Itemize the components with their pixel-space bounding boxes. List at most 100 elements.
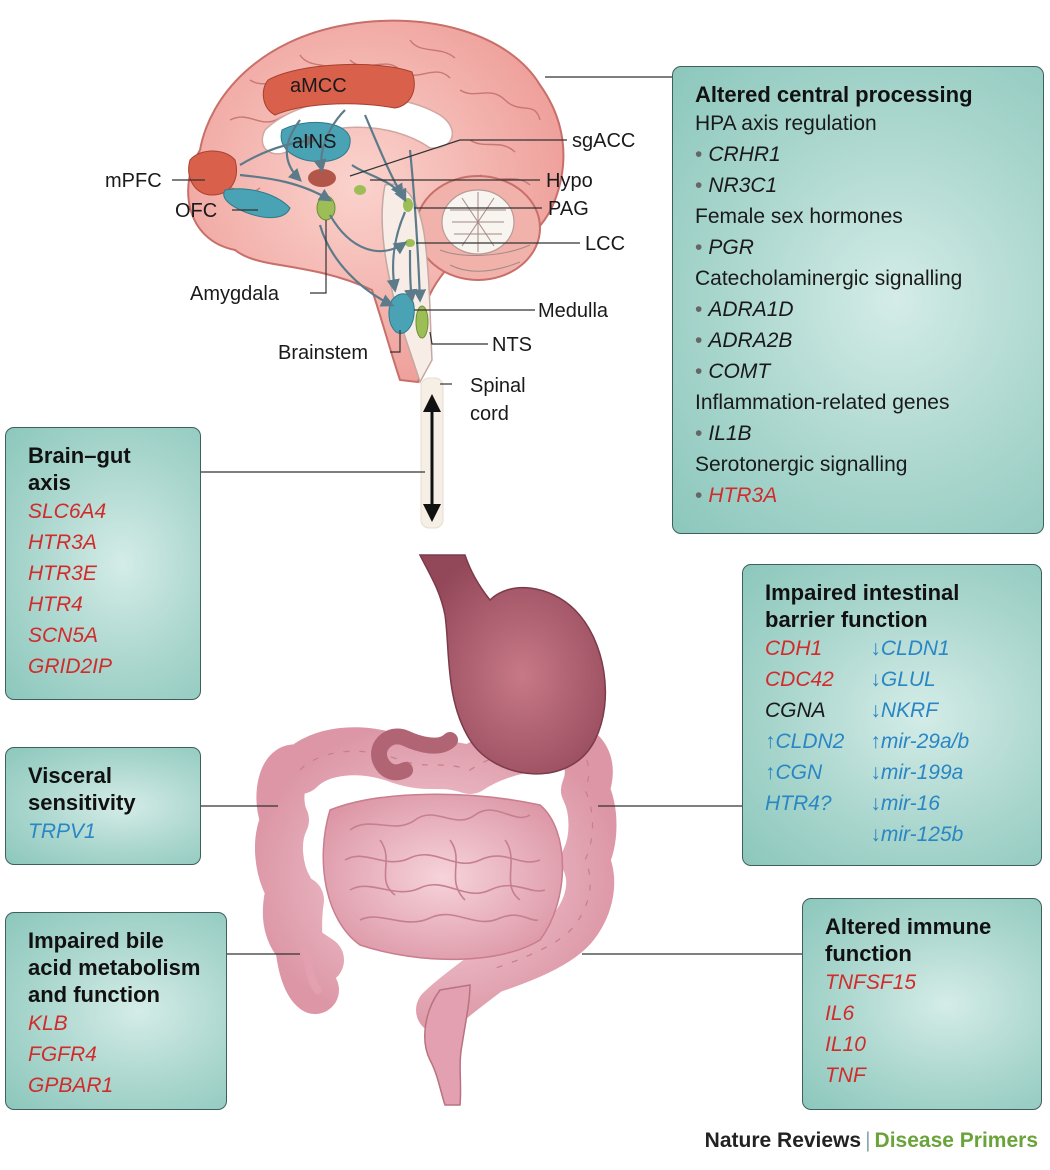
bullet-icon: • bbox=[695, 484, 703, 507]
central-gene: •NR3C1 bbox=[695, 170, 1027, 201]
region-nts bbox=[415, 305, 429, 339]
stomach bbox=[418, 554, 607, 775]
region-mpfc bbox=[188, 150, 237, 196]
central-processing-title: Altered central processing bbox=[695, 82, 973, 107]
journal-section: Disease Primers bbox=[874, 1129, 1038, 1152]
immune-gene: TNF bbox=[825, 1064, 866, 1087]
brain-gut-arrow bbox=[423, 394, 441, 522]
barrier-gene: CDC42 bbox=[765, 668, 834, 691]
region-hypo bbox=[354, 185, 366, 195]
appendix bbox=[301, 946, 322, 994]
barrier-gene: ↑mir-29a/b bbox=[870, 730, 970, 753]
brain-gut-gene: SCN5A bbox=[28, 624, 99, 647]
bullet-icon: • bbox=[695, 360, 703, 383]
bullet-icon: • bbox=[695, 236, 703, 259]
immune-title-2: function bbox=[825, 941, 912, 966]
label-spinal-2: cord bbox=[470, 403, 509, 425]
central-gene-text: COMT bbox=[708, 360, 771, 383]
bile-gene: GPBAR1 bbox=[28, 1074, 114, 1097]
central-gene: •ADRA1D bbox=[695, 294, 1027, 325]
duodenum bbox=[371, 728, 458, 781]
bile-title-3: and function bbox=[28, 982, 160, 1007]
immune-gene: IL10 bbox=[825, 1033, 866, 1056]
label-ofc: OFC bbox=[175, 200, 217, 222]
central-gene-text: PGR bbox=[708, 236, 754, 259]
label-amygdala: Amygdala bbox=[190, 283, 280, 305]
visceral-title-2: sensitivity bbox=[28, 790, 136, 815]
central-gene: •HTR3A bbox=[695, 480, 1027, 511]
bile-gene: KLB bbox=[28, 1012, 68, 1035]
barrier-gene: ↑CLDN2 bbox=[765, 730, 845, 753]
central-gene: •ADRA2B bbox=[695, 325, 1027, 356]
barrier-gene: ↑CGN bbox=[765, 761, 823, 784]
bullet-icon: • bbox=[695, 143, 703, 166]
visceral-gene-list: TRPV1 bbox=[28, 816, 184, 847]
bullet-icon: • bbox=[695, 174, 703, 197]
gut-leader-lines bbox=[200, 471, 802, 955]
immune-gene: IL6 bbox=[825, 1002, 855, 1025]
central-gene-text: NR3C1 bbox=[708, 174, 778, 197]
intestinal-barrier-box: Impaired intestinal barrier function CDH… bbox=[742, 564, 1042, 866]
label-brainstem: Brainstem bbox=[278, 342, 368, 364]
central-heading: Catecholaminergic signalling bbox=[695, 267, 963, 290]
gut-illustration bbox=[255, 554, 617, 1106]
central-processing-box: Altered central processing HPA axis regu… bbox=[672, 66, 1044, 534]
central-gene-text: HTR3A bbox=[708, 484, 778, 507]
central-gene: •CRHR1 bbox=[695, 139, 1027, 170]
label-ains: aINS bbox=[292, 131, 336, 153]
label-hypo: Hypo bbox=[546, 170, 593, 192]
bile-acid-box: Impaired bile acid metabolism and functi… bbox=[5, 912, 227, 1110]
brain-gut-gene: SLC6A4 bbox=[28, 500, 107, 523]
central-gene: •COMT bbox=[695, 356, 1027, 387]
central-gene-text: IL1B bbox=[708, 422, 752, 445]
barrier-right-column: ↓CLDN1↓GLUL↓NKRF↑mir-29a/b↓mir-199a↓mir-… bbox=[870, 633, 969, 850]
small-intestine bbox=[322, 793, 564, 961]
region-ofc bbox=[223, 188, 291, 218]
small-intestine-coils bbox=[344, 809, 546, 923]
visceral-title-1: Visceral bbox=[28, 763, 113, 788]
region-amcc bbox=[262, 63, 415, 116]
label-mpfc: mPFC bbox=[105, 170, 162, 192]
brain-connection-arrows bbox=[239, 109, 427, 307]
label-amcc: aMCC bbox=[290, 75, 347, 97]
brain-gut-gene: HTR3A bbox=[28, 531, 97, 554]
brain-gut-gene: HTR3E bbox=[28, 562, 97, 585]
barrier-title-1: Impaired intestinal bbox=[765, 580, 960, 605]
bullet-icon: • bbox=[695, 422, 703, 445]
journal-credit: Nature Reviews|Disease Primers bbox=[705, 1129, 1038, 1153]
barrier-gene: CGNA bbox=[765, 699, 826, 722]
bile-title-1: Impaired bile bbox=[28, 928, 164, 953]
bullet-icon: • bbox=[695, 298, 703, 321]
label-sgacc: sgACC bbox=[572, 130, 635, 152]
bullet-icon: • bbox=[695, 329, 703, 352]
brain-gut-gene: HTR4 bbox=[28, 593, 83, 616]
barrier-gene: ↓CLDN1 bbox=[870, 637, 950, 660]
barrier-gene: HTR4? bbox=[765, 792, 832, 815]
visceral-sensitivity-box: Visceral sensitivity TRPV1 bbox=[5, 747, 201, 865]
central-heading: HPA axis regulation bbox=[695, 112, 877, 135]
cerebellum-folia bbox=[439, 192, 531, 272]
credit-separator: | bbox=[865, 1129, 871, 1152]
barrier-gene: ↓mir-16 bbox=[870, 792, 940, 815]
immune-title-1: Altered immune bbox=[825, 914, 992, 939]
region-sgacc bbox=[308, 169, 336, 187]
central-heading: Serotonergic signalling bbox=[695, 453, 908, 476]
visceral-gene: TRPV1 bbox=[28, 820, 96, 843]
central-gene-text: CRHR1 bbox=[708, 143, 781, 166]
barrier-gene: ↓GLUL bbox=[870, 668, 936, 691]
central-gene: •IL1B bbox=[695, 418, 1027, 449]
central-gene-text: ADRA2B bbox=[708, 329, 793, 352]
central-heading: Female sex hormones bbox=[695, 205, 903, 228]
label-medulla: Medulla bbox=[538, 300, 609, 322]
brain-gut-title-2: axis bbox=[28, 470, 71, 495]
brain-leader-lines bbox=[172, 76, 672, 385]
label-nts: NTS bbox=[492, 334, 532, 356]
